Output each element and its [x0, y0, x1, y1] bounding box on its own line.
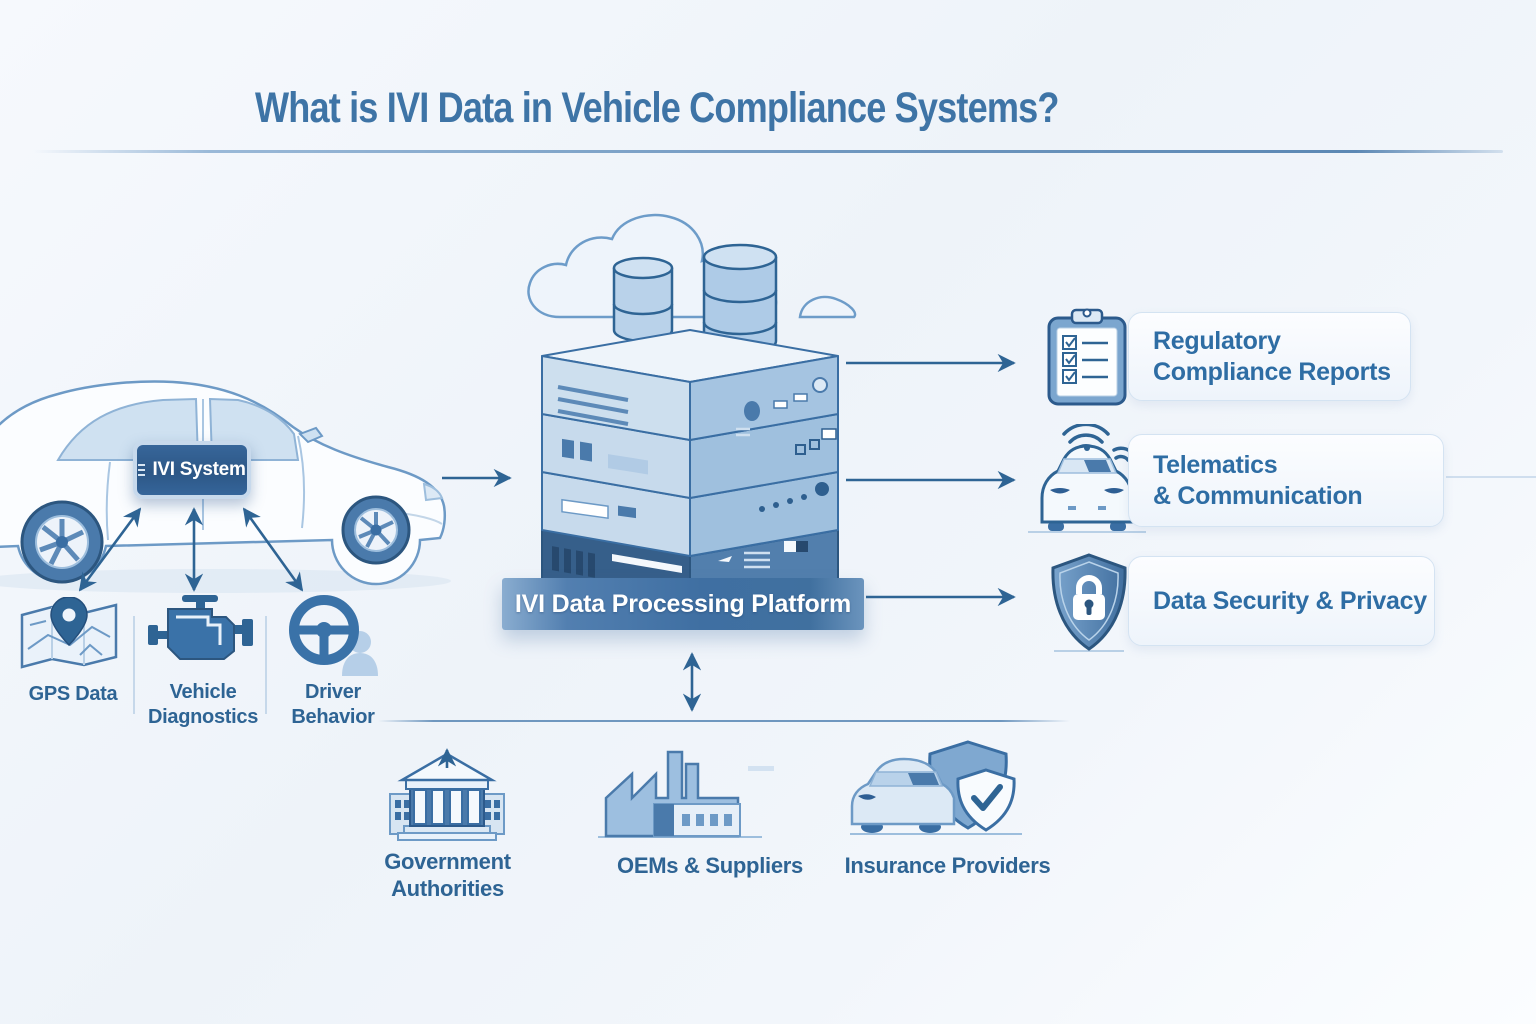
page-title: What is IVI Data in Vehicle Compliance S…	[255, 84, 1059, 132]
source-divider-1	[133, 616, 135, 714]
background-horizon-line	[1446, 476, 1536, 478]
title-divider	[33, 150, 1503, 153]
label-gps-data: GPS Data	[28, 683, 118, 705]
output-telematics-communication: Telematics& Communication	[1128, 434, 1444, 527]
car-mirror	[298, 426, 324, 444]
connected-car-icon	[1028, 424, 1146, 533]
platform-banner-label: IVI Data Processing Platform	[514, 589, 852, 618]
car-shield-check-icon	[850, 740, 1022, 835]
stakeholder-connector-line	[378, 720, 1070, 722]
government-building-icon	[389, 752, 505, 841]
data-platform-illustration	[527, 213, 857, 621]
factory-icon	[598, 750, 774, 838]
output-data-security-privacy: Data Security & Privacy	[1128, 556, 1435, 646]
label-oems-suppliers: OEMs & Suppliers	[617, 853, 803, 878]
ivi-system-screen: IVI System	[133, 441, 251, 499]
map-pin-icon	[20, 597, 118, 669]
shield-lock-icon	[1051, 553, 1127, 652]
clipboard-checklist-icon	[1047, 308, 1127, 406]
engine-icon	[148, 595, 253, 660]
menu-lines-icon	[138, 469, 146, 471]
car-rear-wheel	[20, 500, 104, 584]
platform-banner: IVI Data Processing Platform	[502, 578, 864, 630]
car-front-wheel	[341, 495, 411, 565]
steering-wheel-driver-icon	[289, 595, 378, 676]
ivi-screen-label: IVI System	[152, 459, 246, 480]
source-divider-2	[265, 616, 267, 714]
server-stack-icon	[541, 329, 839, 621]
database-cylinders-icon	[612, 243, 778, 387]
cloud-icon	[527, 213, 857, 319]
label-insurance-providers: Insurance Providers	[844, 853, 1051, 878]
